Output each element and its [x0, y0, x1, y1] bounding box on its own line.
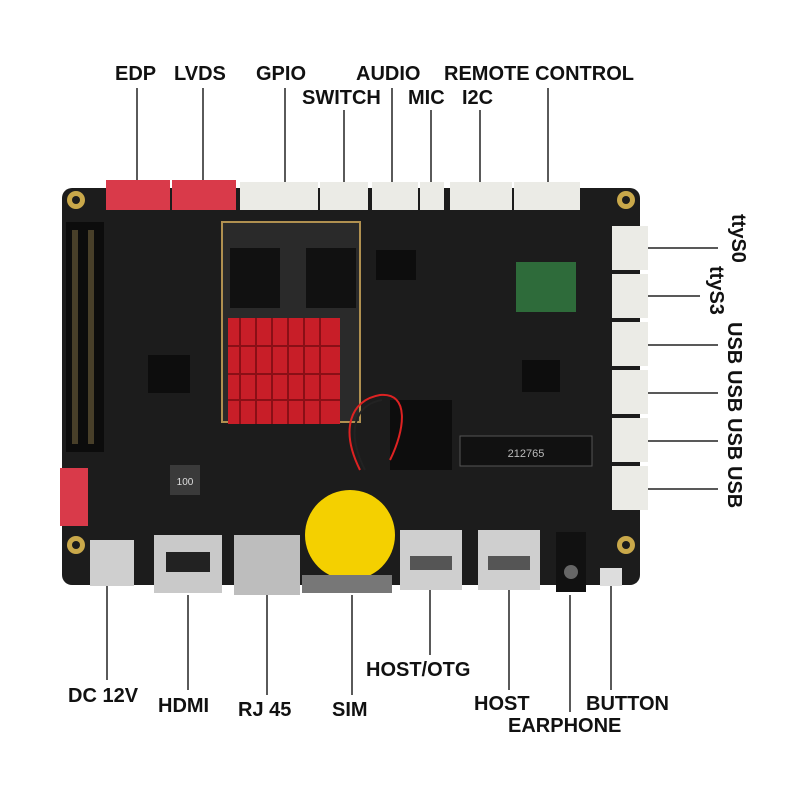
label-gpio: GPIO — [256, 63, 307, 85]
label-audio: AUDIO — [356, 63, 421, 85]
heatsink — [228, 318, 340, 424]
label-rj45: RJ 45 — [238, 699, 292, 721]
earphone-jack — [556, 532, 586, 592]
label-usb-3: USB — [723, 418, 745, 461]
label-usb-1: USB — [723, 322, 745, 365]
label-switch: SWITCH — [302, 87, 381, 109]
label-mic: MIC — [408, 87, 445, 109]
gpio-pin-header — [66, 222, 104, 452]
chip — [148, 355, 190, 393]
top-connectors — [106, 180, 580, 210]
chip — [376, 250, 416, 280]
bottom-ports — [90, 530, 622, 595]
label-button: BUTTON — [586, 693, 669, 715]
m2-slot-marking: 212765 — [508, 448, 545, 460]
label-dc-12v: DC 12V — [68, 685, 139, 707]
label-hdmi: HDMI — [158, 695, 210, 717]
wifi-module — [516, 262, 576, 312]
label-usb-4: USB — [723, 466, 745, 509]
label-host-otg: HOST/OTG — [366, 659, 471, 681]
memory-chip — [230, 248, 280, 308]
button — [600, 568, 622, 586]
memory-chip — [306, 248, 356, 308]
label-sim: SIM — [332, 699, 368, 721]
label-edp: EDP — [115, 63, 157, 85]
red-side-connector — [60, 468, 88, 526]
label-remote-control: REMOTE CONTROL — [444, 63, 634, 85]
leader-lines — [106, 88, 718, 712]
rj45-port — [234, 535, 300, 595]
inductor — [170, 465, 200, 495]
label-usb-2: USB — [723, 370, 745, 413]
label-lvds: LVDS — [174, 63, 226, 85]
right-connectors — [612, 226, 648, 510]
label-earphone: EARPHONE — [508, 715, 622, 737]
sim-slot — [302, 575, 392, 593]
label-ttys3: ttyS3 — [705, 266, 727, 315]
dc-jack — [90, 540, 134, 586]
chip — [522, 360, 560, 392]
label-host: HOST — [474, 693, 530, 715]
coin-battery — [305, 490, 395, 580]
inductor-marking: 100 — [177, 477, 194, 488]
m2-slot — [459, 435, 593, 467]
label-ttys0: ttyS0 — [727, 214, 749, 263]
label-i2c: I2C — [462, 87, 494, 109]
